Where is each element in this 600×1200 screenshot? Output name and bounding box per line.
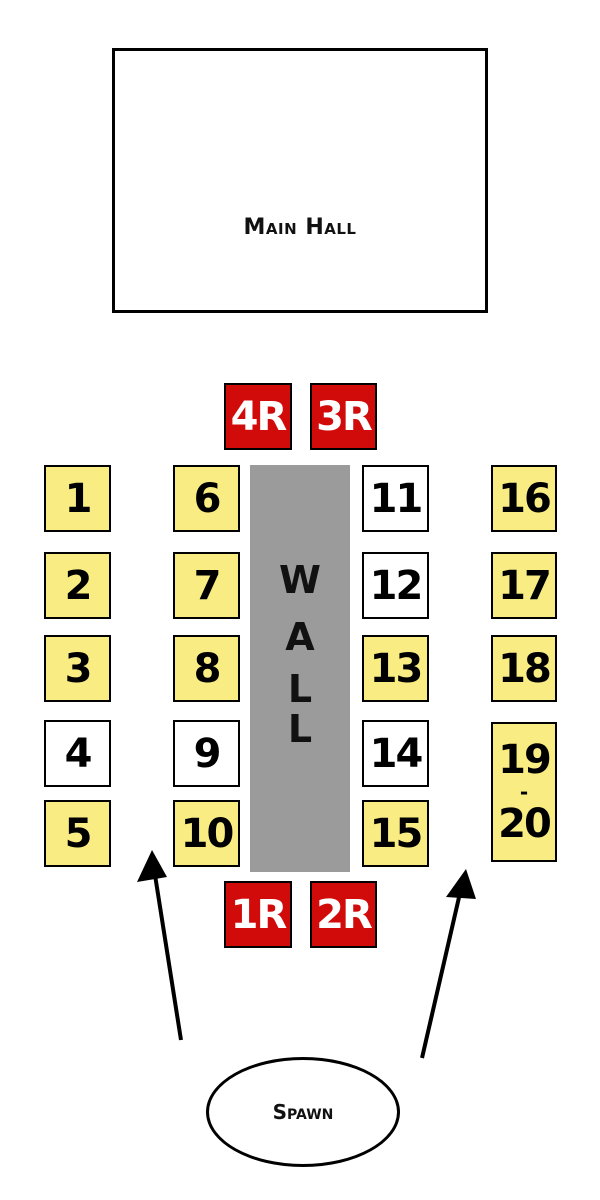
spot-4: 4 [44, 720, 111, 787]
spawn-label: Spawn [272, 1100, 334, 1124]
spot-19-20: 19 - 20 [491, 722, 557, 862]
spot-11: 11 [362, 465, 429, 532]
spot-6: 6 [173, 465, 240, 532]
wall: W A L L [250, 465, 350, 872]
spot-10: 10 [173, 800, 240, 867]
right-arrow-shaft [420, 892, 462, 1059]
left-arrow-shaft [153, 874, 183, 1041]
wall-letter-l1: L [287, 667, 313, 711]
wall-letter-a: A [285, 615, 315, 659]
spot-14: 14 [362, 720, 429, 787]
spot-20-label: 20 [498, 801, 552, 847]
spot-2: 2 [44, 552, 111, 619]
spawn-area: Spawn [206, 1057, 400, 1167]
main-hall: Main Hall [112, 48, 488, 313]
spot-7: 7 [173, 552, 240, 619]
spot-19-label: 19 [498, 737, 552, 783]
spot-9: 9 [173, 720, 240, 787]
spot-5: 5 [44, 800, 111, 867]
spot-18: 18 [491, 635, 557, 702]
spot-3: 3 [44, 635, 111, 702]
spot-15: 15 [362, 800, 429, 867]
spot-13: 13 [362, 635, 429, 702]
respawn-1r: 1R [224, 881, 292, 948]
spot-17: 17 [491, 552, 557, 619]
wall-letter-l2: L [287, 707, 313, 751]
spot-8: 8 [173, 635, 240, 702]
spot-12: 12 [362, 552, 429, 619]
respawn-4r: 4R [224, 383, 292, 450]
spot-1: 1 [44, 465, 111, 532]
main-hall-label: Main Hall [243, 215, 357, 240]
respawn-2r: 2R [310, 881, 377, 948]
respawn-3r: 3R [310, 383, 377, 450]
left-arrow-head [137, 850, 167, 882]
right-arrow-head [446, 869, 476, 899]
spot-19-20-separator: - [519, 780, 529, 804]
spot-16: 16 [491, 465, 557, 532]
wall-letter-w: W [279, 558, 321, 602]
